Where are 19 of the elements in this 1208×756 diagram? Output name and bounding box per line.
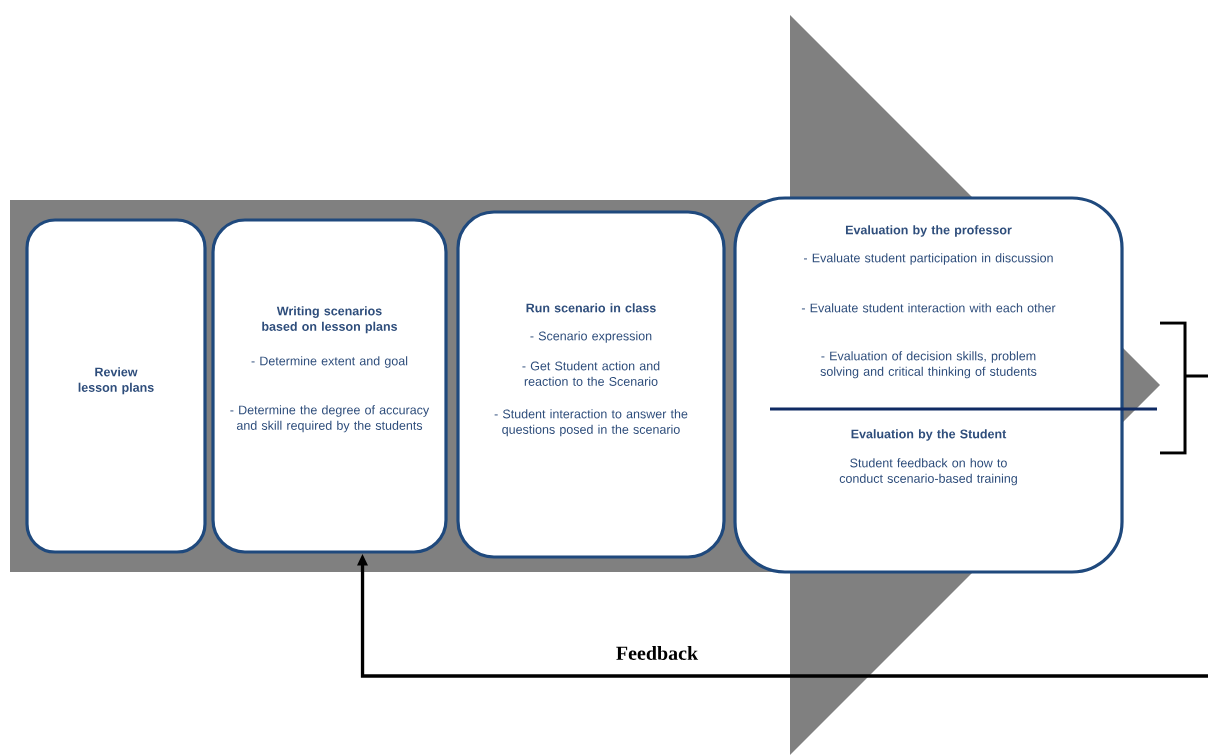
step-text: - Determine extent and goal (251, 356, 408, 368)
process-box (456, 210, 726, 559)
step-text: - Evaluation of decision skills, problem solving and critical thinking of students (820, 351, 1037, 379)
step-heading: Evaluation by the Student (851, 429, 1007, 441)
step-heading: Evaluation by the professor (846, 225, 1012, 237)
step-text: - Evaluate student participation in discussion (804, 253, 1053, 265)
step-heading: Review lesson plans (78, 367, 154, 395)
edge-label: Feedback (616, 645, 699, 661)
step-text: Student feedback on how to conduct scenario-based training (839, 458, 1017, 486)
step-text: - Get Student action and reaction to the Scenario (522, 361, 660, 386)
step-text: - Determine the degree of accuracy and skill required by the students (230, 405, 430, 433)
step-text: - Evaluate student interaction with each other (801, 303, 1056, 313)
process-box (211, 218, 448, 554)
process-box (733, 196, 1124, 574)
step-heading: Run scenario in class (526, 303, 656, 313)
process-box (25, 218, 207, 554)
step-text: - Scenario expression (530, 331, 652, 343)
step-heading: Writing scenarios based on lesson plans (262, 306, 398, 334)
step-text: - Student interaction to answer the questions posed in the scenario (494, 409, 688, 437)
